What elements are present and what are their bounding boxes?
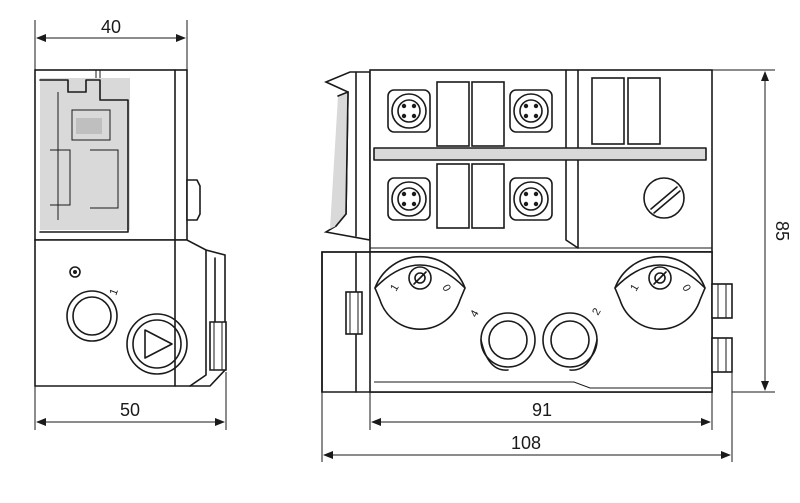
dim-front-total: 108	[321, 372, 733, 462]
side-mechanism	[39, 70, 130, 233]
dim-height: 85	[712, 69, 792, 393]
dim-side-top: 40	[34, 17, 188, 70]
right-fittings	[711, 283, 733, 373]
side-indicator-lamp	[69, 266, 81, 278]
left-switch-pos-0: 0	[439, 283, 452, 294]
left-switch-pos-1: 1	[388, 282, 401, 293]
port-4-number: 4	[468, 308, 481, 319]
label-slots-bottom-left	[436, 163, 505, 229]
dim-front-body-label: 91	[532, 400, 552, 420]
m12-connector-1	[387, 89, 431, 133]
left-fitting	[345, 291, 363, 335]
dim-height-label: 85	[772, 221, 792, 241]
side-lower-body	[34, 239, 226, 387]
dim-side-bottom-label: 50	[120, 400, 140, 420]
port-2-number: 2	[590, 306, 603, 317]
triangle-icon	[144, 329, 173, 359]
label-slots-top-left	[436, 81, 505, 147]
side-bottom-connector	[209, 321, 227, 371]
right-switch-pos-1: 1	[628, 282, 641, 293]
right-switch-pos-0: 0	[679, 283, 692, 294]
dim-front-body: 91	[369, 392, 713, 430]
side-view: 1	[34, 69, 227, 387]
selector-switch-left: 1 0	[374, 255, 466, 330]
side-connector	[186, 179, 201, 221]
front-view: 1 0 1 0 4 2	[321, 69, 733, 393]
side-button-number: 1	[108, 287, 121, 297]
m12-connector-4	[509, 177, 553, 221]
dim-front-total-label: 108	[511, 433, 541, 453]
side-play-button	[126, 313, 188, 375]
front-rail	[374, 148, 706, 160]
dim-side-bottom: 50	[34, 372, 227, 430]
m12-connector-2	[509, 89, 553, 133]
adjustment-screw	[643, 177, 685, 219]
m12-connector-3	[387, 177, 431, 221]
side-manual-button	[66, 290, 118, 342]
selector-switch-right: 1 0	[614, 255, 706, 330]
dim-side-top-label: 40	[101, 17, 121, 37]
label-slots-top-right	[591, 77, 661, 145]
